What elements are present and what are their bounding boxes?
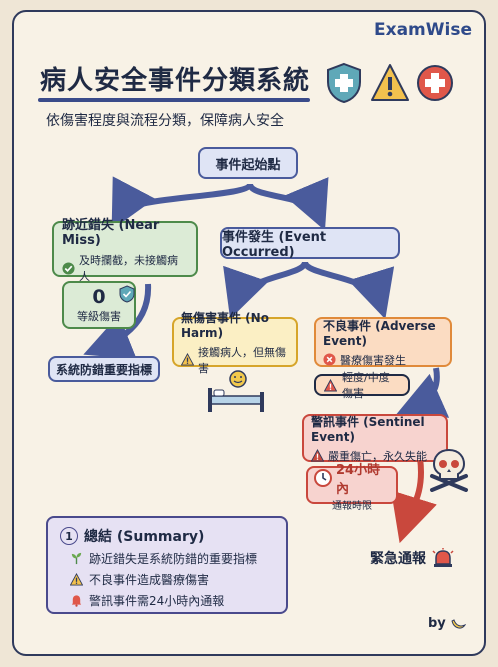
event-occurred-node: 事件發生 (Event Occurred) [220,227,400,260]
footer-credit: by [428,616,466,631]
sentinel-event-node: 警訊事件 (Sentinel Event) 嚴重傷亡，永久失能 [302,414,448,464]
warning-icon [181,353,194,366]
harm-level-value: 0 [92,286,106,308]
shield-check-icon [119,285,135,303]
title-underline [38,98,310,102]
clock-icon [314,468,332,487]
no-harm-title: 無傷害事件 (No Harm) [181,310,269,340]
near-miss-detail: 及時攔截，未接觸病人 [79,254,178,283]
start-node: 事件起始點 [198,147,298,179]
medical-cross-icon [417,65,453,101]
sentinel-title: 警訊事件 (Sentinel Event) [311,414,425,444]
patient-bed-icon [208,370,264,412]
near-miss-title: 跡近錯失 (Near Miss) [62,218,160,248]
summary-header: 1 總結 (Summary) [60,526,274,546]
warning-icon [371,64,409,101]
shield-plus-icon [327,62,361,104]
bell-icon [71,595,82,607]
summary-item: 警訊事件需24小時內通報 [70,592,274,609]
page-subtitle: 依傷害程度與流程分類，保障病人安全 [46,113,284,129]
sentinel-detail-row: 嚴重傷亡，永久失能 [311,448,439,464]
banana-icon [451,618,466,629]
severity-label: 輕度/中度傷害 [342,371,390,400]
warning-icon [324,378,337,392]
adverse-title: 不良事件 (Adverse Event) [323,318,436,348]
sentinel-detail: 嚴重傷亡，永久失能 [328,449,427,463]
near-miss-detail-row: 及時攔截，未接觸病人 [62,252,188,284]
no-harm-detail: 接觸病人，但無傷害 [198,345,286,375]
page-title: 病人安全事件分類系統 [40,66,311,96]
summary-panel: 1 總結 (Summary) 跡近錯失是系統防錯的重要指標 不良事件造成醫療傷害… [46,516,288,614]
no-harm-detail-row: 接觸病人，但無傷害 [181,344,289,376]
check-icon [62,261,75,275]
near-miss-node: 跡近錯失 (Near Miss) 及時攔截，未接觸病人 [52,218,198,283]
summary-badge: 1 [60,527,78,545]
warning-icon [70,573,83,586]
report-hours: 24小時內 [336,462,381,497]
no-harm-node: 無傷害事件 (No Harm) 接觸病人，但無傷害 [172,311,298,375]
severity-pill: 輕度/中度傷害 [314,371,410,400]
summary-item: 不良事件造成醫療傷害 [70,571,274,588]
system-indicator-node: 系統防錯重要指標 [48,356,160,382]
report-deadline-card: 24小時內 通報時限 [306,463,398,512]
summary-item: 跡近錯失是系統防錯的重要指標 [70,550,274,567]
summary-title: 總結 (Summary) [84,529,205,545]
adverse-detail-row: 醫療傷害發生 [323,352,443,368]
urgent-report-label: 緊急通報 [370,548,454,568]
adverse-event-node: 不良事件 (Adverse Event) 醫療傷害發生 [314,317,452,367]
report-hours-label: 通報時限 [332,500,372,512]
adverse-detail: 醫療傷害發生 [340,353,406,367]
sprout-icon [71,552,82,565]
siren-icon [432,548,454,567]
cancel-icon [323,353,336,366]
danger-icon [311,449,324,462]
brand-logo: ExamWise [374,20,472,40]
harm-level-label: 等級傷害 [77,310,121,323]
skull-icon [430,448,468,492]
